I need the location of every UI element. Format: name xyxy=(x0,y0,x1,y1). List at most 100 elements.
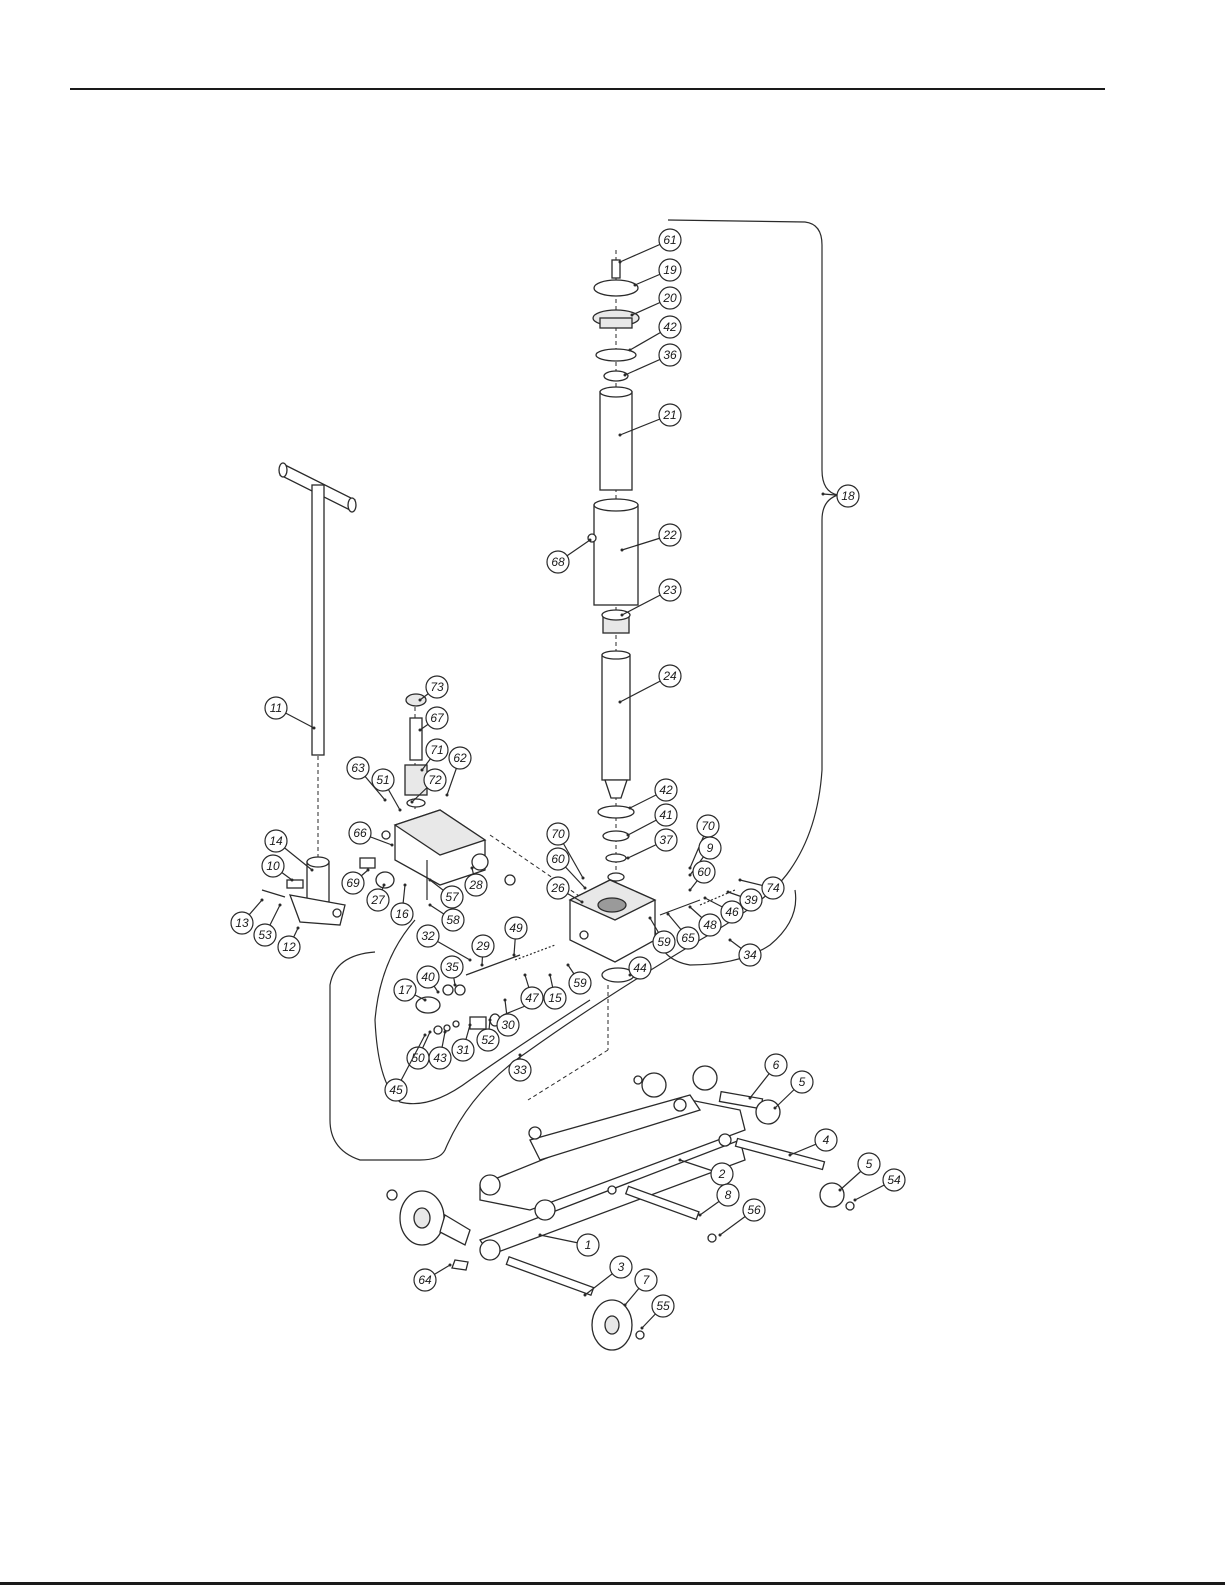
callout-label-47: 47 xyxy=(525,991,540,1005)
leader-dot-72 xyxy=(411,801,414,804)
bracket-18 xyxy=(330,220,838,1160)
leader-dot-5b xyxy=(839,1189,842,1192)
callout-label-31: 31 xyxy=(456,1043,469,1057)
callout-label-60b: 60 xyxy=(697,865,711,879)
leader-dot-73 xyxy=(419,699,422,702)
leader-dot-49 xyxy=(513,954,516,957)
leader-dot-60b xyxy=(689,889,692,892)
callout-label-55: 55 xyxy=(656,1299,670,1313)
leader-dot-74 xyxy=(739,879,742,882)
leader-dot-39 xyxy=(727,891,730,894)
callout-label-42: 42 xyxy=(663,320,677,334)
leader-dot-59 xyxy=(649,917,652,920)
callout-label-42b: 42 xyxy=(659,783,673,797)
leader-dot-13 xyxy=(261,899,264,902)
callout-label-13: 13 xyxy=(235,916,249,930)
leader-dot-67 xyxy=(419,729,422,732)
callout-label-10: 10 xyxy=(266,859,280,873)
leader-dot-2 xyxy=(679,1159,682,1162)
leader-dot-43 xyxy=(444,1031,447,1034)
callout-label-70b: 70 xyxy=(701,819,715,833)
callout-label-22: 22 xyxy=(662,528,677,542)
callout-label-65: 65 xyxy=(681,931,695,945)
leader-dot-4 xyxy=(789,1154,792,1157)
callout-label-41: 41 xyxy=(659,808,672,822)
leader-dot-1 xyxy=(539,1234,542,1237)
callout-label-64: 64 xyxy=(418,1273,432,1287)
callout-label-63: 63 xyxy=(351,761,365,775)
callout-label-29: 29 xyxy=(475,939,490,953)
leader-dot-70 xyxy=(582,877,585,880)
callout-label-3: 3 xyxy=(618,1260,625,1274)
leader-dot-54 xyxy=(854,1199,857,1202)
leader-dot-50 xyxy=(429,1031,432,1034)
callout-label-57: 57 xyxy=(445,890,460,904)
leader-dot-40 xyxy=(437,991,440,994)
leader-dot-15 xyxy=(549,974,552,977)
leader-dot-36 xyxy=(624,374,627,377)
callout-label-23: 23 xyxy=(662,583,677,597)
callout-label-12: 12 xyxy=(282,940,296,954)
callout-label-44: 44 xyxy=(633,961,647,975)
leader-dot-26 xyxy=(581,901,584,904)
leader-dot-22 xyxy=(621,549,624,552)
leader-dot-18 xyxy=(822,493,825,496)
callout-label-30: 30 xyxy=(501,1018,515,1032)
leader-dot-63 xyxy=(384,799,387,802)
leader-dot-41 xyxy=(627,834,630,837)
callout-label-72: 72 xyxy=(428,773,442,787)
callout-label-54: 54 xyxy=(887,1173,901,1187)
callout-label-33: 33 xyxy=(513,1063,527,1077)
leader-dot-30 xyxy=(504,999,507,1002)
leader-dot-42b xyxy=(629,807,632,810)
callout-label-66: 66 xyxy=(353,826,367,840)
centerline-lower-2 xyxy=(528,1050,608,1100)
callout-label-58: 58 xyxy=(446,913,460,927)
callout-label-4: 4 xyxy=(823,1133,830,1147)
callout-label-9: 9 xyxy=(707,841,714,855)
leader-dot-32 xyxy=(469,959,472,962)
leader-dot-11 xyxy=(313,727,316,730)
callout-label-49: 49 xyxy=(509,921,523,935)
callout-label-5b: 5 xyxy=(866,1157,873,1171)
callout-label-28: 28 xyxy=(468,878,483,892)
leader-dot-27 xyxy=(383,884,386,887)
leader-dot-47 xyxy=(524,974,527,977)
callout-label-59: 59 xyxy=(657,935,671,949)
bracket-34 xyxy=(655,890,796,965)
leader-dot-52 xyxy=(489,1019,492,1022)
callout-label-71: 71 xyxy=(430,743,443,757)
leader-dot-59b xyxy=(567,964,570,967)
leader-dot-60 xyxy=(584,887,587,890)
callout-label-60: 60 xyxy=(551,852,565,866)
leader-dot-10 xyxy=(291,879,294,882)
leader-dot-7 xyxy=(624,1304,627,1307)
callout-label-14: 14 xyxy=(269,834,283,848)
leader-dot-21 xyxy=(619,434,622,437)
callout-label-17: 17 xyxy=(398,983,413,997)
callout-label-61: 61 xyxy=(663,233,676,247)
leader-dot-20 xyxy=(631,314,634,317)
leader-dot-37 xyxy=(627,857,630,860)
leader-dot-55 xyxy=(641,1327,644,1330)
callout-label-35: 35 xyxy=(445,960,459,974)
leader-dot-69 xyxy=(367,869,370,872)
leader-dot-31 xyxy=(469,1024,472,1027)
leader-dot-17 xyxy=(424,999,427,1002)
leader-dot-6 xyxy=(749,1097,752,1100)
callout-label-24: 24 xyxy=(662,669,677,683)
leader-dot-35 xyxy=(454,984,457,987)
callout-label-27: 27 xyxy=(370,893,386,907)
callout-label-73: 73 xyxy=(430,680,444,694)
callout-label-5: 5 xyxy=(799,1075,806,1089)
callout-label-48: 48 xyxy=(703,918,717,932)
leader-dot-23 xyxy=(621,614,624,617)
callout-label-32: 32 xyxy=(421,929,435,943)
callout-label-1: 1 xyxy=(585,1238,592,1252)
leader-dot-19 xyxy=(634,284,637,287)
leader-dot-33 xyxy=(519,1054,522,1057)
callout-label-6: 6 xyxy=(773,1058,780,1072)
callout-label-15: 15 xyxy=(548,991,562,1005)
leader-dot-28 xyxy=(471,867,474,870)
